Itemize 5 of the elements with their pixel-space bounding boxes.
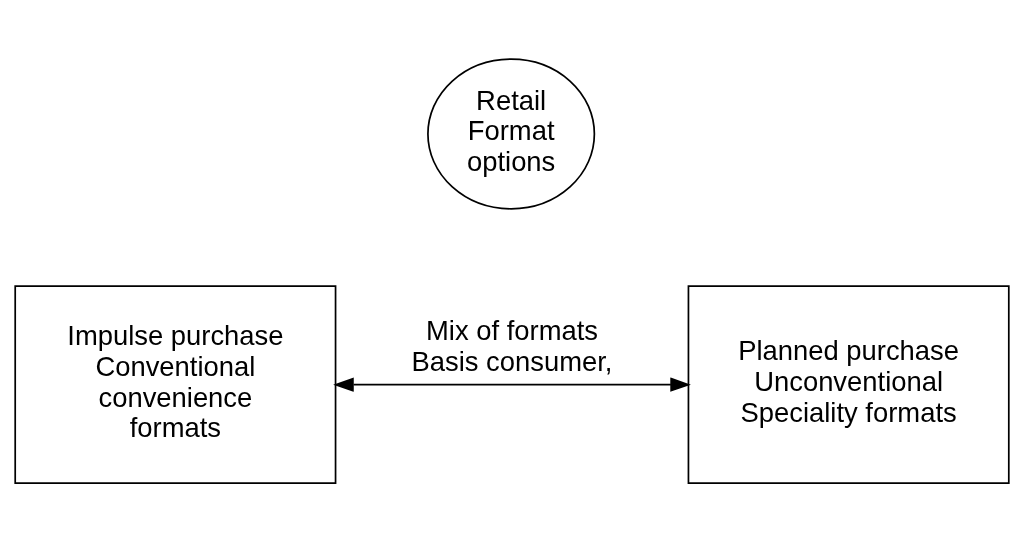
edge-label: Mix of formats Basis consumer, [411,314,613,377]
node-box: Impulse purchase Conventional convenience formats [14,285,337,484]
node-ellipse: Retail Format options [427,58,596,210]
node-box: Planned purchase Unconventional Speciality formats [687,285,1010,484]
arrow [333,377,691,392]
